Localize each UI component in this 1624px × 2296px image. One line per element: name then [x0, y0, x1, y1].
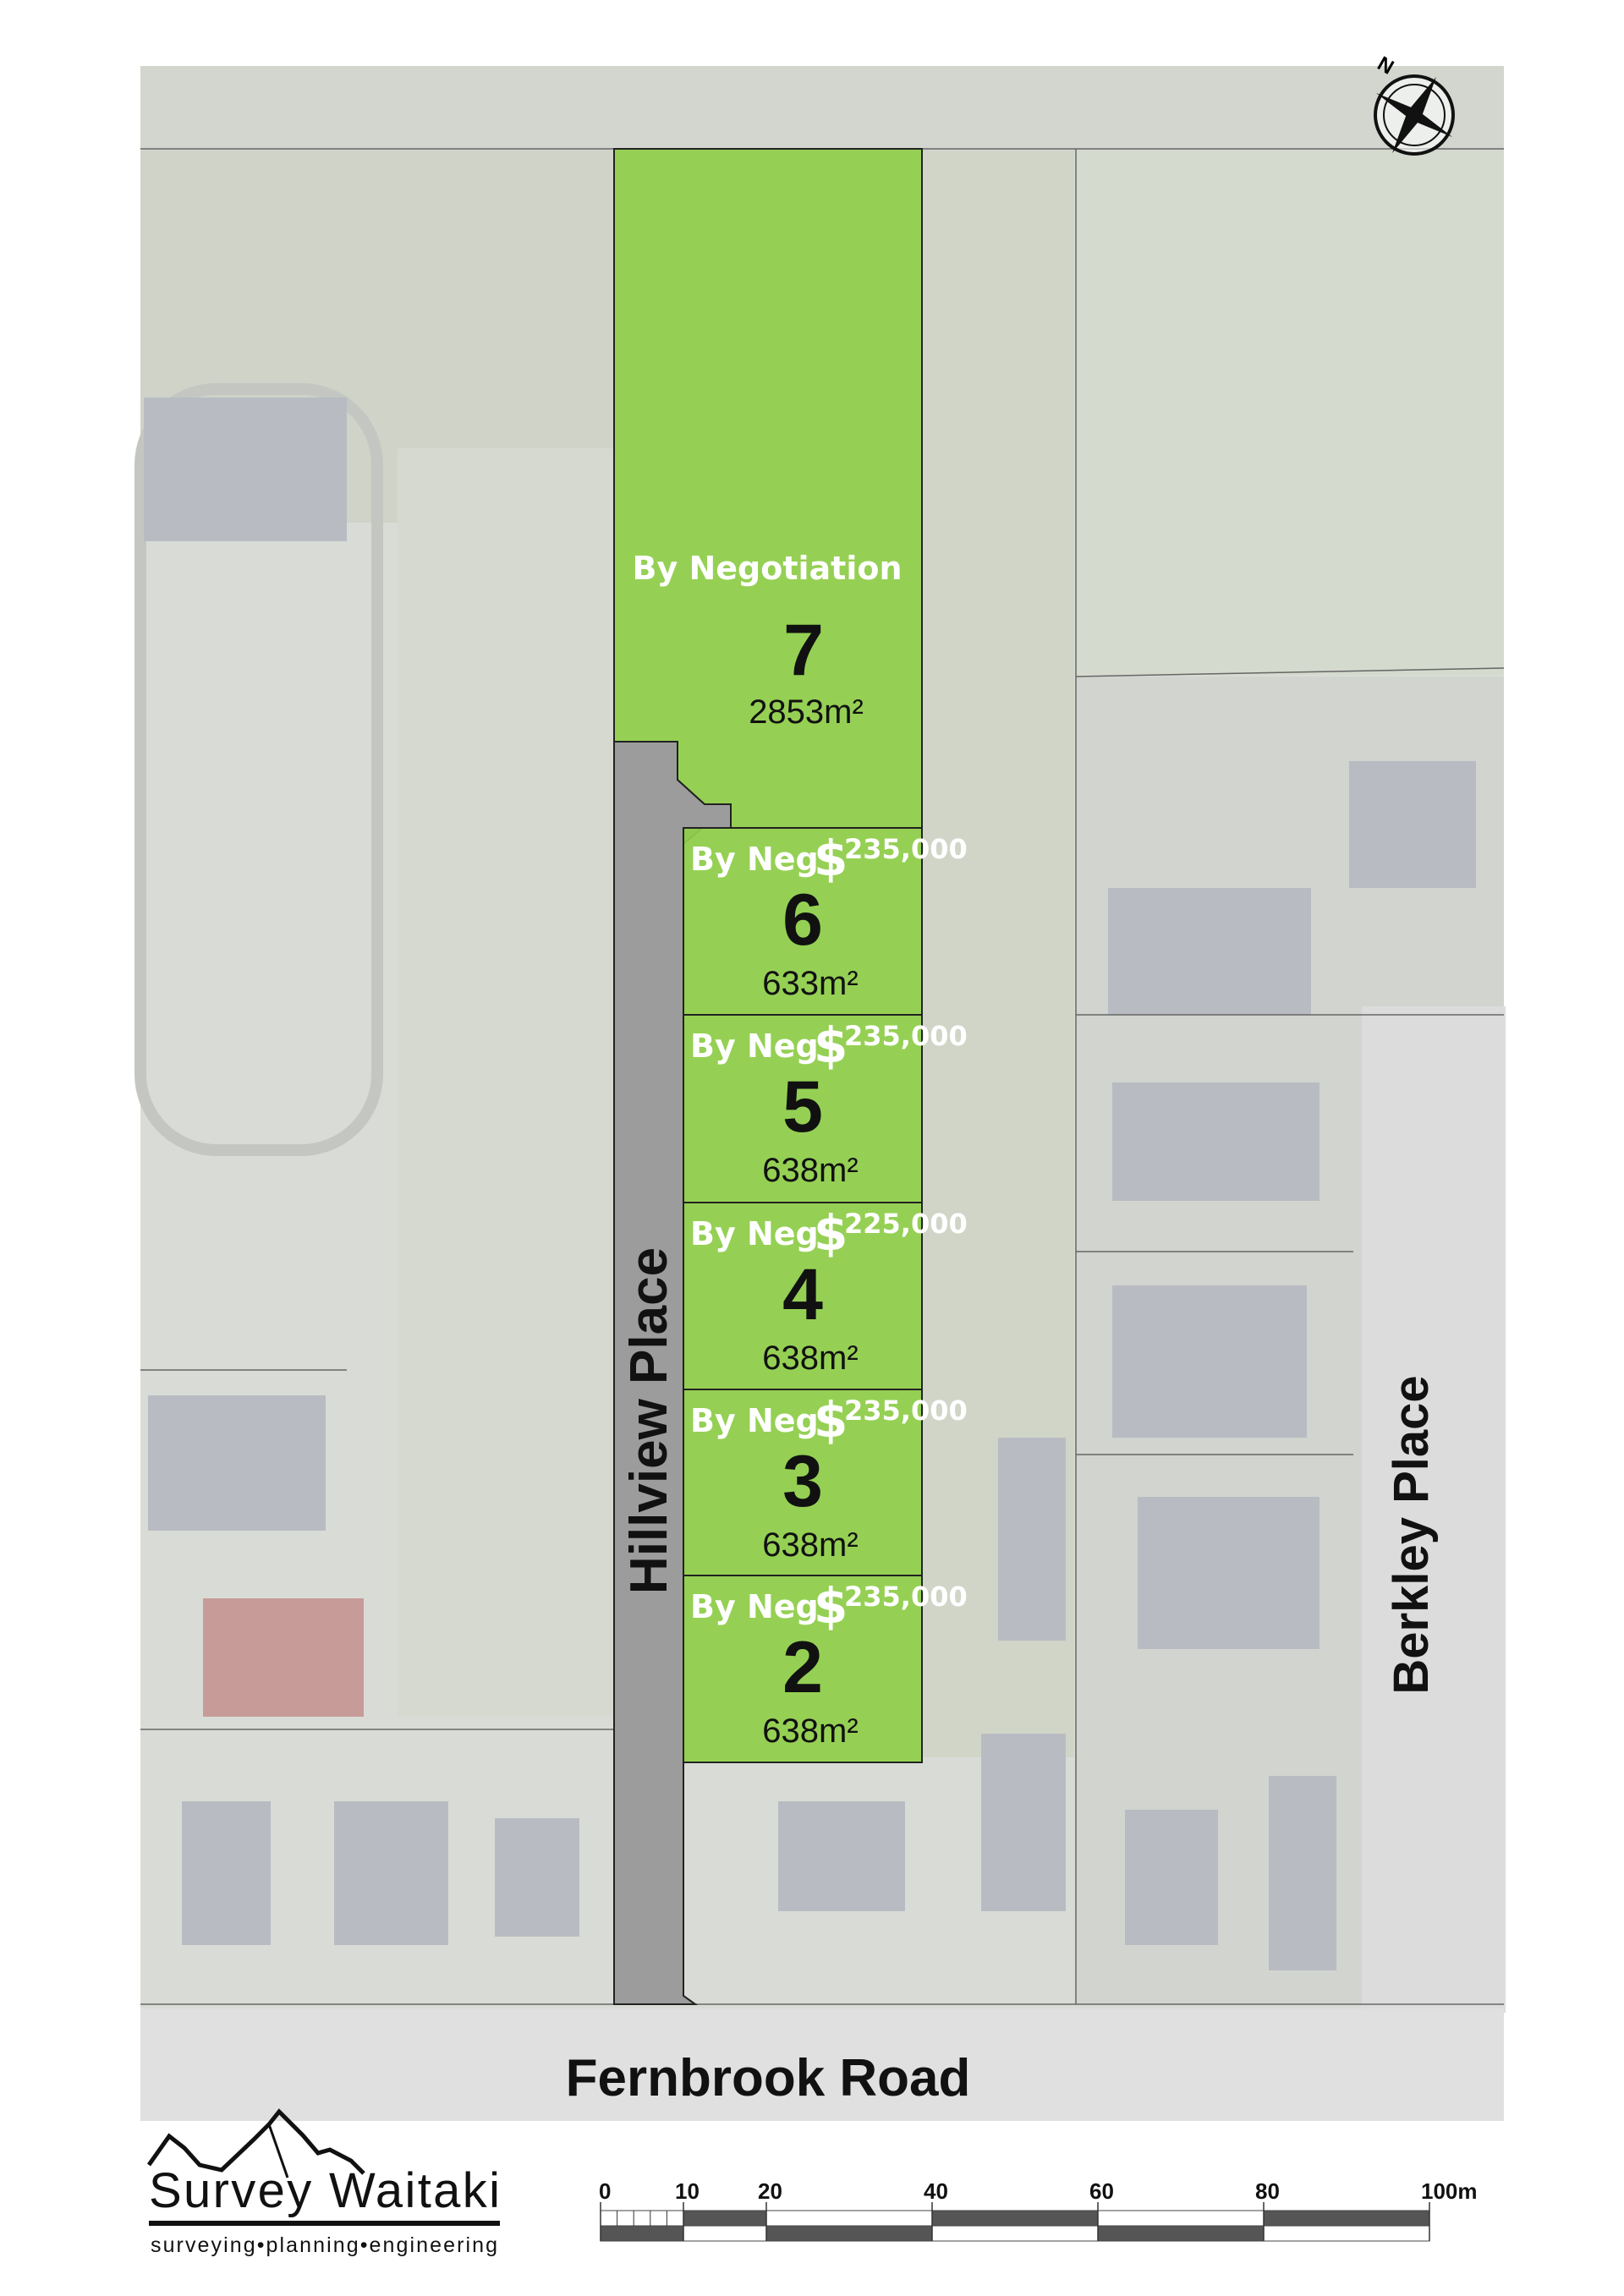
scale-segment: [683, 2225, 767, 2242]
hillview-place-label: Hillview Place: [620, 1247, 678, 1594]
lot-6-dollar-sign: $: [814, 830, 848, 887]
lot-5-price-prefix: By Neg: [690, 1027, 819, 1065]
lot-3-boundary[interactable]: [683, 1389, 923, 1576]
lot-7-price: By Negotiation: [632, 550, 902, 587]
scale-label: 100m: [1421, 2178, 1478, 2204]
scale-label: 0: [599, 2178, 611, 2204]
lot-2-area: 638m²: [762, 1712, 858, 1750]
scale-segment: [765, 2225, 933, 2242]
lot-4-price-value: 225,000: [844, 1208, 968, 1240]
scale-bar: 0 10 20 40 60 80 100m: [599, 2178, 1478, 2242]
lot-2-number: 2: [782, 1627, 823, 1708]
lot-3-dollar-sign: $: [814, 1391, 848, 1449]
lot-4-number: 4: [782, 1254, 823, 1335]
lot-5-price-value: 235,000: [844, 1020, 968, 1052]
lot-4-price-prefix: By Neg: [690, 1215, 819, 1252]
north-arrow-icon: N: [1374, 52, 1455, 156]
lot-3-area: 638m²: [762, 1526, 858, 1564]
lot-7-boundary[interactable]: [613, 148, 923, 829]
survey-waitaki-logo: Survey Waitaki surveying•planning•engine…: [146, 2108, 500, 2257]
lot-2-dollar-sign: $: [814, 1577, 848, 1635]
logo-tagline: surveying•planning•engineering: [151, 2233, 497, 2257]
lot-2-price-prefix: By Neg: [690, 1588, 819, 1625]
fernbrook-road-label: Fernbrook Road: [566, 2049, 971, 2107]
scale-segment: [600, 2225, 684, 2242]
lot-2-price-value: 235,000: [844, 1581, 968, 1613]
lot-5-area: 638m²: [762, 1152, 858, 1189]
lot-5-number: 5: [782, 1066, 823, 1148]
lot-3-price-value: 235,000: [844, 1395, 968, 1427]
scale-segment: [931, 2210, 1099, 2227]
scale-label: 80: [1255, 2178, 1280, 2204]
fernbrook-road-surface: [140, 2008, 1504, 2121]
lot-3-price-prefix: By Neg: [690, 1402, 819, 1439]
lot-3-number: 3: [782, 1441, 823, 1522]
lot-6-price-prefix: By Neg: [690, 841, 819, 878]
scale-segment: [931, 2225, 1099, 2242]
scale-segment: [1263, 2225, 1430, 2242]
scale-segment: [600, 2210, 684, 2227]
lot-2-boundary[interactable]: [683, 1575, 923, 1763]
logo-name: Survey Waitaki: [149, 2163, 500, 2218]
lot-6-boundary[interactable]: [683, 827, 923, 1016]
scale-segment: [1097, 2225, 1265, 2242]
lot-6-price-value: 235,000: [844, 833, 968, 865]
scale-segment: [1097, 2210, 1265, 2227]
lot-4-area: 638m²: [762, 1340, 858, 1377]
lot-5-dollar-sign: $: [814, 1016, 848, 1074]
scale-label: 20: [758, 2178, 782, 2204]
lot-6-area: 633m²: [762, 965, 858, 1002]
scale-segment: [683, 2210, 767, 2227]
lot-7-area: 2853m²: [749, 693, 864, 731]
lot-5-boundary[interactable]: [683, 1014, 923, 1203]
lot-7-number: 7: [783, 610, 824, 691]
scale-segment: [1263, 2210, 1430, 2227]
scale-label: 40: [924, 2178, 948, 2204]
scale-segment: [765, 2210, 933, 2227]
berkley-place-label: Berkley Place: [1384, 1375, 1439, 1694]
scale-label: 10: [675, 2178, 700, 2204]
lot-6-number: 6: [782, 879, 823, 961]
scale-label: 60: [1089, 2178, 1114, 2204]
lot-4-dollar-sign: $: [814, 1204, 848, 1262]
